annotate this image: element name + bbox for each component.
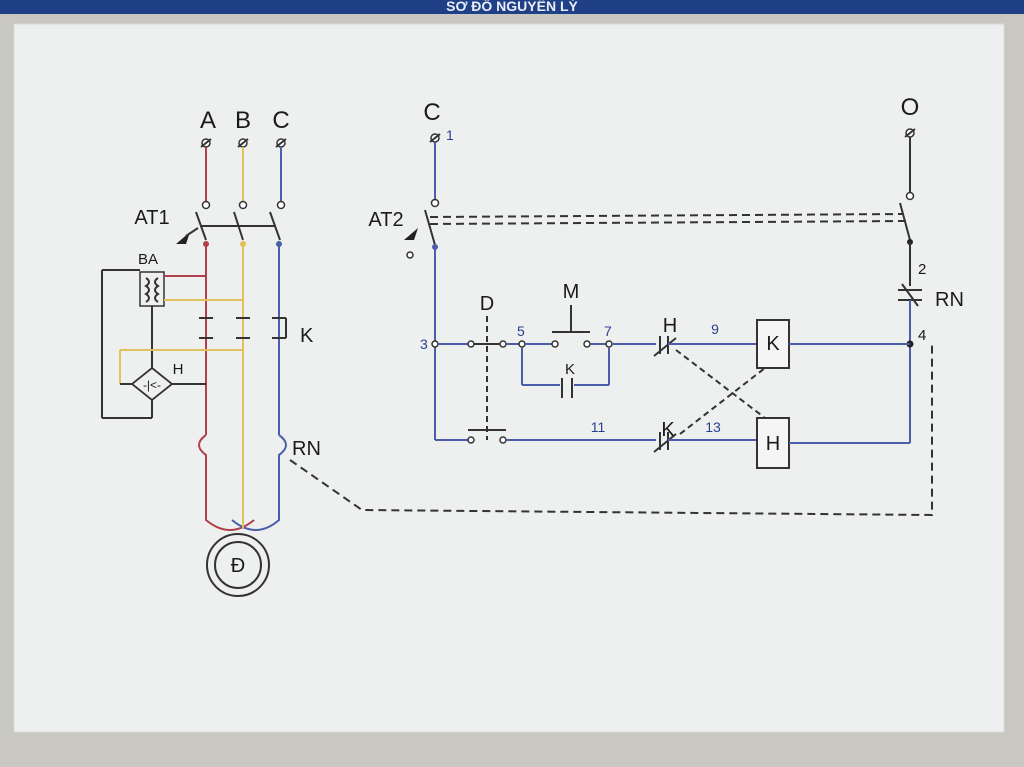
rn-link-dashed (289, 345, 933, 517)
wire-number-4: 4 (918, 327, 926, 344)
wire-number-5: 5 (517, 323, 525, 339)
power-circuit: A B C AT1 (101, 107, 321, 597)
label-phase-a: A (200, 107, 216, 134)
label-source-c: C (423, 99, 440, 126)
label-ba: BA (138, 251, 158, 268)
label-rn-ctrl: RN (935, 289, 964, 311)
interlock-link-k (675, 349, 766, 419)
svg-text:-|<-: -|<- (143, 378, 161, 392)
control-circuit: C O 1 AT2 2 RN 4 3 (368, 94, 964, 469)
wire-number-13: 13 (705, 419, 721, 435)
header-bar (0, 0, 1024, 14)
label-phase-c: C (272, 107, 289, 134)
motor (206, 533, 270, 597)
header-title: SƠ ĐỒ NGUYÊN LÝ (446, 0, 578, 14)
diagram-paper (13, 23, 1005, 733)
wire-number-11: 11 (591, 419, 606, 435)
label-phase-b: B (235, 107, 251, 134)
wire-number-7: 7 (604, 323, 612, 339)
wire-number-9: 9 (711, 321, 719, 337)
wire-number-3: 3 (420, 336, 428, 352)
label-source-o: O (901, 94, 920, 121)
label-motor: Đ (231, 555, 245, 577)
label-button-m: M (563, 281, 580, 303)
interlock-link-h (679, 367, 766, 435)
label-k-main: K (300, 325, 314, 347)
label-at2: AT2 (368, 209, 403, 231)
wire-number-1: 1 (446, 127, 454, 143)
label-coil-k: K (766, 333, 780, 355)
label-h-nc: H (663, 315, 677, 337)
label-coil-h: H (766, 433, 780, 455)
label-button-d: D (480, 293, 494, 315)
label-at1: AT1 (134, 207, 169, 229)
wire-number-2: 2 (918, 261, 926, 278)
label-hold-k: K (565, 361, 575, 378)
label-rn-main: RN (292, 438, 321, 460)
label-h-brake: H (173, 361, 184, 378)
label-k-nc: K (661, 419, 675, 441)
